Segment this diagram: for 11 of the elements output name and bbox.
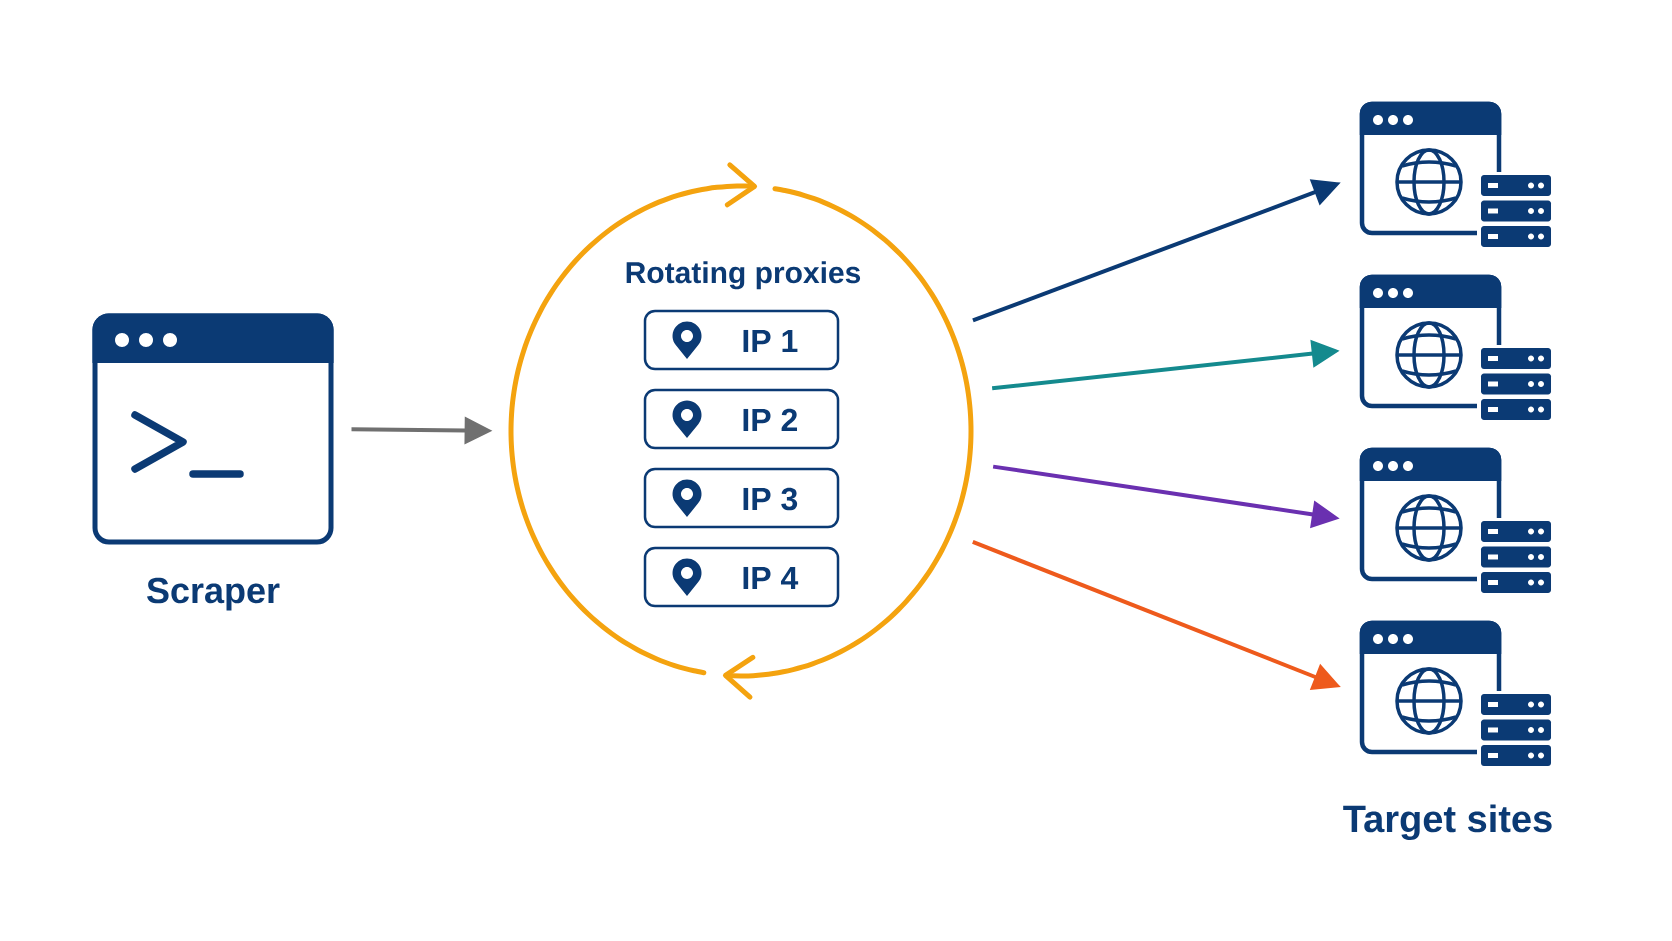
ip-box: IP 3 [643, 467, 840, 529]
ip-box: IP 4 [643, 546, 840, 608]
web-server-icon [1359, 101, 1551, 247]
ip-box: IP 2 [643, 388, 840, 450]
web-server-icon [1359, 274, 1551, 420]
group-label: Target sites [1343, 804, 1552, 841]
web-server-icon [1359, 447, 1551, 593]
node-label: Scraper [147, 577, 280, 611]
ip-box: IP 1 [643, 309, 840, 371]
web-server-icon [1359, 620, 1551, 766]
heading: Rotating proxies [626, 261, 861, 290]
